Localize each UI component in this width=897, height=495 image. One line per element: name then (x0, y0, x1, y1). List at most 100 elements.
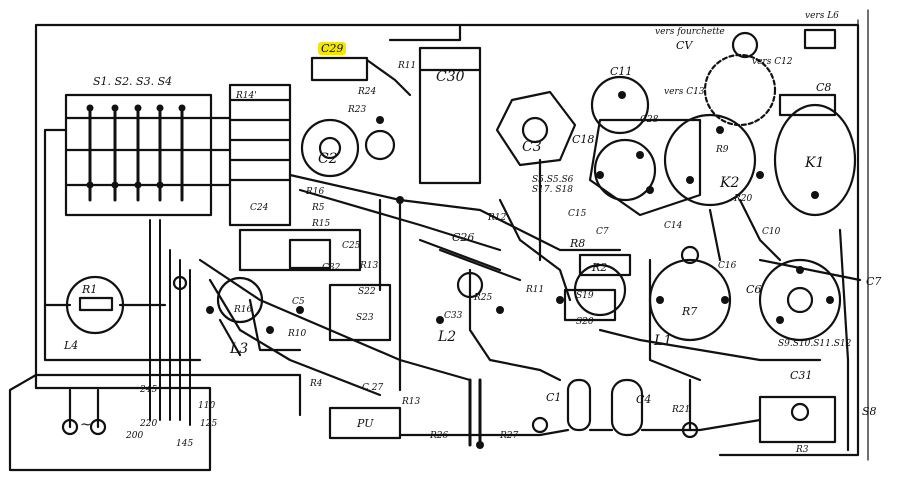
label-c30: C30 (436, 69, 465, 85)
label-l3: L3 (230, 341, 249, 357)
label-s9-s12: S9.S10.S11.S12 (778, 339, 852, 349)
label-c24: C24 (250, 203, 269, 213)
label-l1: L1 (654, 333, 673, 349)
label-125: 125 (200, 419, 218, 429)
label-vers-c13: vers C13 (664, 87, 705, 97)
label-c1: C1 (546, 391, 562, 404)
switch-c18 (588, 118, 702, 217)
label-c4: C4 (636, 393, 652, 406)
label-r4: R4 (310, 379, 323, 389)
label-r26: R26 (430, 431, 449, 441)
label-r7: R7 (682, 305, 698, 318)
label-c32: C32 (322, 263, 341, 273)
label-r1: R1 (82, 283, 98, 296)
label-r25: R25 (474, 293, 493, 303)
label-c18: C18 (572, 133, 595, 146)
label-200: 200 (126, 431, 144, 441)
label-c6: C6 (746, 283, 762, 296)
label-s1-s4: S1. S2. S3. S4 (93, 75, 173, 88)
switch-s19-s20 (563, 288, 617, 322)
label-r8: R8 (570, 237, 586, 250)
label-c31: C31 (790, 369, 813, 382)
label-vers-fourchette: vers fourchette (655, 27, 725, 37)
label-r13: R13 (402, 397, 421, 407)
label-s20: S20 (576, 317, 594, 327)
label-ac-symbol: ~ (80, 417, 92, 433)
label-cv: CV (676, 39, 693, 52)
capacitor-c4 (610, 378, 644, 437)
label-c16: C16 (718, 261, 737, 271)
label-c7-right: C7 (866, 275, 882, 288)
label-r13-mid: R13 (360, 261, 379, 271)
label-220: 220 (140, 419, 158, 429)
tube-c11 (590, 75, 650, 135)
chassis-outline (8, 23, 860, 472)
label-c29: C29 (318, 42, 347, 55)
label-r10: R10 (288, 329, 307, 339)
label-s22: S22 (358, 287, 376, 297)
tube-socket-block (228, 83, 292, 227)
label-c14: C14 (664, 221, 683, 231)
switch-block (64, 93, 213, 217)
label-r5: R5 (312, 203, 325, 213)
label-c8: C8 (816, 81, 832, 94)
label-r24: R24 (358, 87, 377, 97)
label-s23: S23 (356, 313, 374, 323)
label-r11-top: R11 (398, 61, 417, 71)
label-c15: C15 (568, 209, 587, 219)
label-r3: R3 (796, 445, 809, 455)
label-l2: L2 (438, 329, 457, 345)
label-c28: C28 (640, 115, 659, 125)
component-c29 (310, 56, 369, 82)
label-s19: S19 (576, 291, 594, 301)
label-c26: C26 (452, 231, 475, 244)
capacitor-c25 (238, 228, 362, 272)
label-r20: R20 (734, 194, 753, 204)
label-c25: C25 (342, 241, 361, 251)
switch-s9-s12 (758, 258, 842, 342)
tube-c3 (495, 90, 577, 167)
label-k1: K1 (805, 155, 825, 171)
resistor-r2 (578, 253, 632, 277)
relay-k1 (773, 103, 857, 217)
label-c7: C7 (596, 227, 609, 237)
label-r11-mid: R11 (526, 285, 545, 295)
label-vers-c12: vers C12 (752, 57, 793, 67)
capacitor-c30 (418, 46, 482, 185)
tube-c2 (300, 118, 360, 178)
label-c27: C 27 (362, 383, 384, 393)
capacitor-c1 (566, 378, 592, 432)
l6-terminal (803, 28, 837, 50)
label-c33: C33 (444, 311, 463, 321)
label-c2: C2 (318, 151, 338, 167)
label-pu: PU (357, 417, 374, 430)
relay-k2 (663, 113, 757, 207)
label-r16-top: R16 (306, 187, 325, 197)
label-r23: R23 (348, 105, 367, 115)
label-r16: R16 (234, 305, 253, 315)
label-r15: R15 (312, 219, 331, 229)
switch-s22-s23 (328, 283, 392, 342)
label-r21: R21 (672, 405, 691, 415)
label-c10: C10 (762, 227, 781, 237)
pickup-pu (328, 406, 402, 440)
label-c5: C5 (292, 297, 305, 307)
label-k2: K2 (720, 175, 740, 191)
cv-terminal (731, 31, 759, 59)
label-r27: R27 (500, 431, 519, 441)
label-110: 110 (198, 401, 216, 411)
label-145: 145 (176, 439, 194, 449)
label-c3: C3 (522, 139, 542, 155)
label-c11: C11 (610, 65, 633, 78)
label-245: 245 (140, 385, 158, 395)
label-r14p: R14' (236, 91, 257, 101)
label-r12: R12 (488, 213, 507, 223)
label-l4: L4 (64, 339, 79, 352)
label-s7-s8: S17. S18 (532, 185, 573, 195)
label-s5-s6: S5.S5.S6 (532, 175, 574, 185)
label-s8: S8 (862, 405, 877, 418)
ground-bus (43, 128, 202, 362)
capacitor-c32 (288, 238, 332, 270)
